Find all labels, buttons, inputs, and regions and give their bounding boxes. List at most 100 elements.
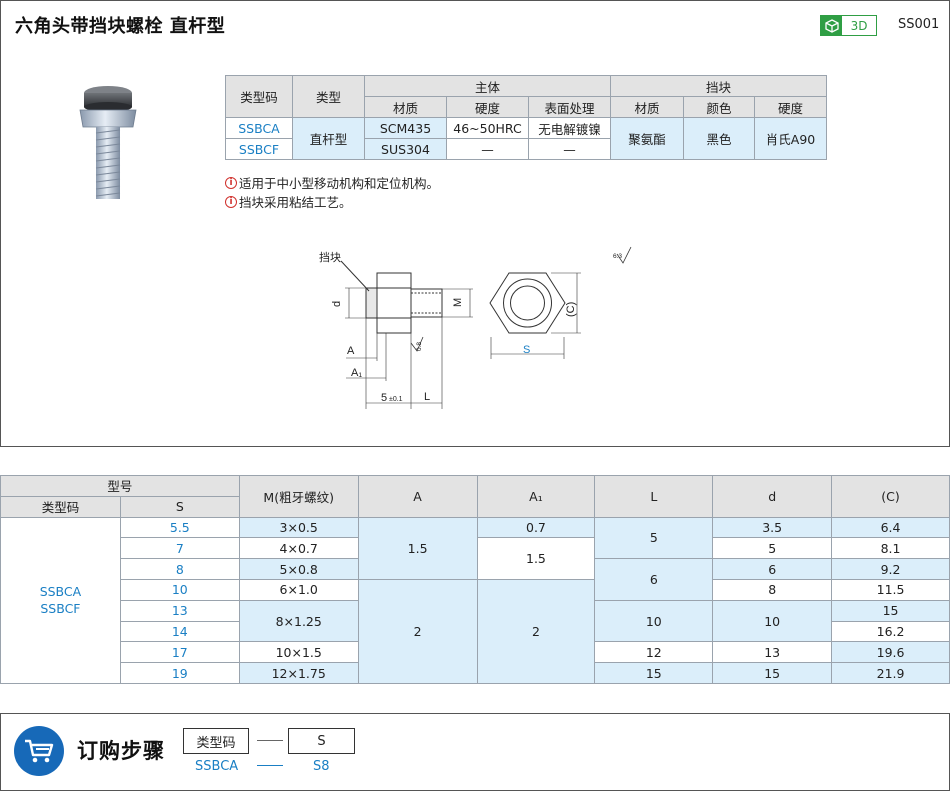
product-code: SS001 [898, 17, 940, 32]
table-cell: 0.7 [476, 516, 596, 539]
table-cell: 5 [712, 537, 833, 560]
s-link[interactable]: 8 [119, 558, 240, 580]
type-code-link[interactable]: SSBCA [225, 117, 293, 139]
s-link[interactable]: 13 [119, 599, 240, 622]
s-link[interactable]: 17 [119, 641, 240, 664]
table-cell: 6 [712, 558, 833, 580]
col-L: L [594, 475, 714, 518]
roughness-6-3: 6.3 [613, 253, 622, 260]
table-row: SSBCA SSBCF 5.5 3×0.5 1.5 0.7 5 3.5 6.4 [0, 516, 950, 684]
table-cell: 12 [594, 641, 714, 664]
order-example-S[interactable]: S8 [313, 759, 330, 774]
table-cell: 无电解镀镍 [528, 117, 611, 139]
table-cell: 5 [594, 516, 714, 560]
col-type-code: 类型码 [225, 75, 293, 118]
table-row: 7 4×0.7 1.5 5 8.1 [1, 537, 950, 580]
col-A1: A₁ [476, 475, 596, 518]
s-link[interactable]: 7 [119, 537, 240, 560]
type-value: 直杆型 [292, 117, 365, 160]
table-row: 13 8×1.25 10 10 15 [1, 599, 950, 643]
s-link[interactable]: 10 [119, 578, 240, 601]
divider [257, 765, 283, 766]
table-cell: 1.5 [476, 537, 596, 580]
col-material2: 材质 [610, 96, 684, 118]
col-body: 主体 [364, 75, 611, 97]
technical-drawing: 挡块 d M A A₁ 5 ±0.1 L (C) S 6.3 0.8 [319, 246, 632, 409]
table-cell: 2 [476, 578, 596, 684]
table-cell: 15 [594, 662, 714, 684]
dim-A1: A₁ [351, 367, 362, 379]
table-cell: SUS304 [364, 138, 447, 160]
type-code-link[interactable]: SSBCF [225, 138, 293, 160]
col-model: 型号 [0, 475, 240, 497]
dim-C: (C) [565, 302, 577, 317]
col-type-code: 类型码 [0, 495, 121, 518]
table-cell: — [446, 138, 529, 160]
col-surface: 表面处理 [528, 96, 611, 118]
col-M: M(粗牙螺纹) [238, 475, 359, 518]
col-hardness2: 硬度 [754, 96, 827, 118]
s-link[interactable]: 19 [119, 662, 240, 684]
dim-5: 5 [381, 392, 387, 404]
col-A: A [357, 475, 478, 518]
table-cell: 8.1 [831, 537, 950, 560]
table-cell: 黑色 [683, 117, 755, 160]
col-C: (C) [831, 475, 950, 518]
table-cell: 46~50HRC [446, 117, 529, 139]
s-link[interactable]: 14 [119, 620, 240, 643]
dim-5-tol: ±0.1 [389, 396, 403, 403]
table-cell: — [528, 138, 611, 160]
s-link[interactable]: 5.5 [119, 516, 240, 539]
col-S: S [119, 495, 240, 518]
note-item: i 适用于中小型移动机构和定位机构。 [225, 173, 439, 192]
spec-table: 类型码 类型 主体 挡块 材质 硬度 表面处理 材质 颜色 硬度 SSBCA 直… [225, 75, 827, 160]
table-cell: 15 [712, 662, 833, 684]
info-icon: i [225, 176, 237, 189]
dim-M: M [452, 298, 464, 307]
dim-L: L [424, 391, 430, 403]
order-title: 订购步骤 [77, 739, 165, 763]
order-box-type-code: 类型码 [183, 728, 249, 754]
cube-icon [821, 16, 842, 35]
table-cell: 9.2 [831, 558, 950, 580]
3d-label: 3D [850, 18, 868, 33]
note-item: i 挡块采用粘结工艺。 [225, 192, 352, 211]
table-cell: 10 [712, 599, 833, 643]
order-example-code[interactable]: SSBCA [195, 759, 239, 774]
stopper-label: 挡块 [319, 250, 341, 264]
product-photo [79, 86, 137, 199]
table-cell: 19.6 [831, 641, 950, 664]
table-cell: 5×0.8 [238, 558, 359, 580]
table-cell: 3.5 [712, 516, 833, 539]
col-type: 类型 [292, 75, 365, 118]
table-cell: 13 [712, 641, 833, 664]
dim-d: d [331, 301, 343, 307]
table-cell: 6 [594, 558, 714, 601]
table-cell: SCM435 [364, 117, 447, 139]
type-code-cell[interactable]: SSBCA SSBCF [0, 516, 121, 684]
table-row: 10 6×1.0 2 2 8 11.5 [1, 578, 950, 684]
table-cell: 2 [357, 578, 478, 684]
table-cell: 16.2 [831, 620, 950, 643]
col-hardness: 硬度 [446, 96, 529, 118]
col-stopper: 挡块 [610, 75, 827, 97]
table-cell: 聚氨酯 [610, 117, 684, 160]
divider [257, 740, 283, 741]
table-cell: 3×0.5 [238, 516, 359, 539]
order-panel: 订购步骤 类型码 S SSBCA S8 [0, 713, 950, 791]
table-cell: 10 [594, 599, 714, 643]
product-panel: 六角头带挡块螺栓 直杆型 3D SS001 [0, 0, 950, 447]
table-row: 8 5×0.8 6 6 9.2 [1, 558, 950, 601]
dimension-table: 型号 M(粗牙螺纹) A A₁ L d (C) 类型码 S SSBCA SSBC… [0, 475, 950, 684]
3d-model-button[interactable]: 3D [820, 15, 877, 36]
table-cell: 11.5 [831, 578, 950, 601]
table-cell: 10×1.5 [238, 641, 359, 664]
dim-S: S [523, 344, 530, 356]
table-cell: 6×1.0 [238, 578, 359, 601]
table-cell: 8 [712, 578, 833, 601]
col-color: 颜色 [683, 96, 755, 118]
table-cell: 1.5 [357, 516, 478, 580]
table-row: 14 16.2 [1, 620, 950, 643]
table-cell: 8×1.25 [238, 599, 359, 643]
shopping-cart-icon [14, 726, 64, 776]
